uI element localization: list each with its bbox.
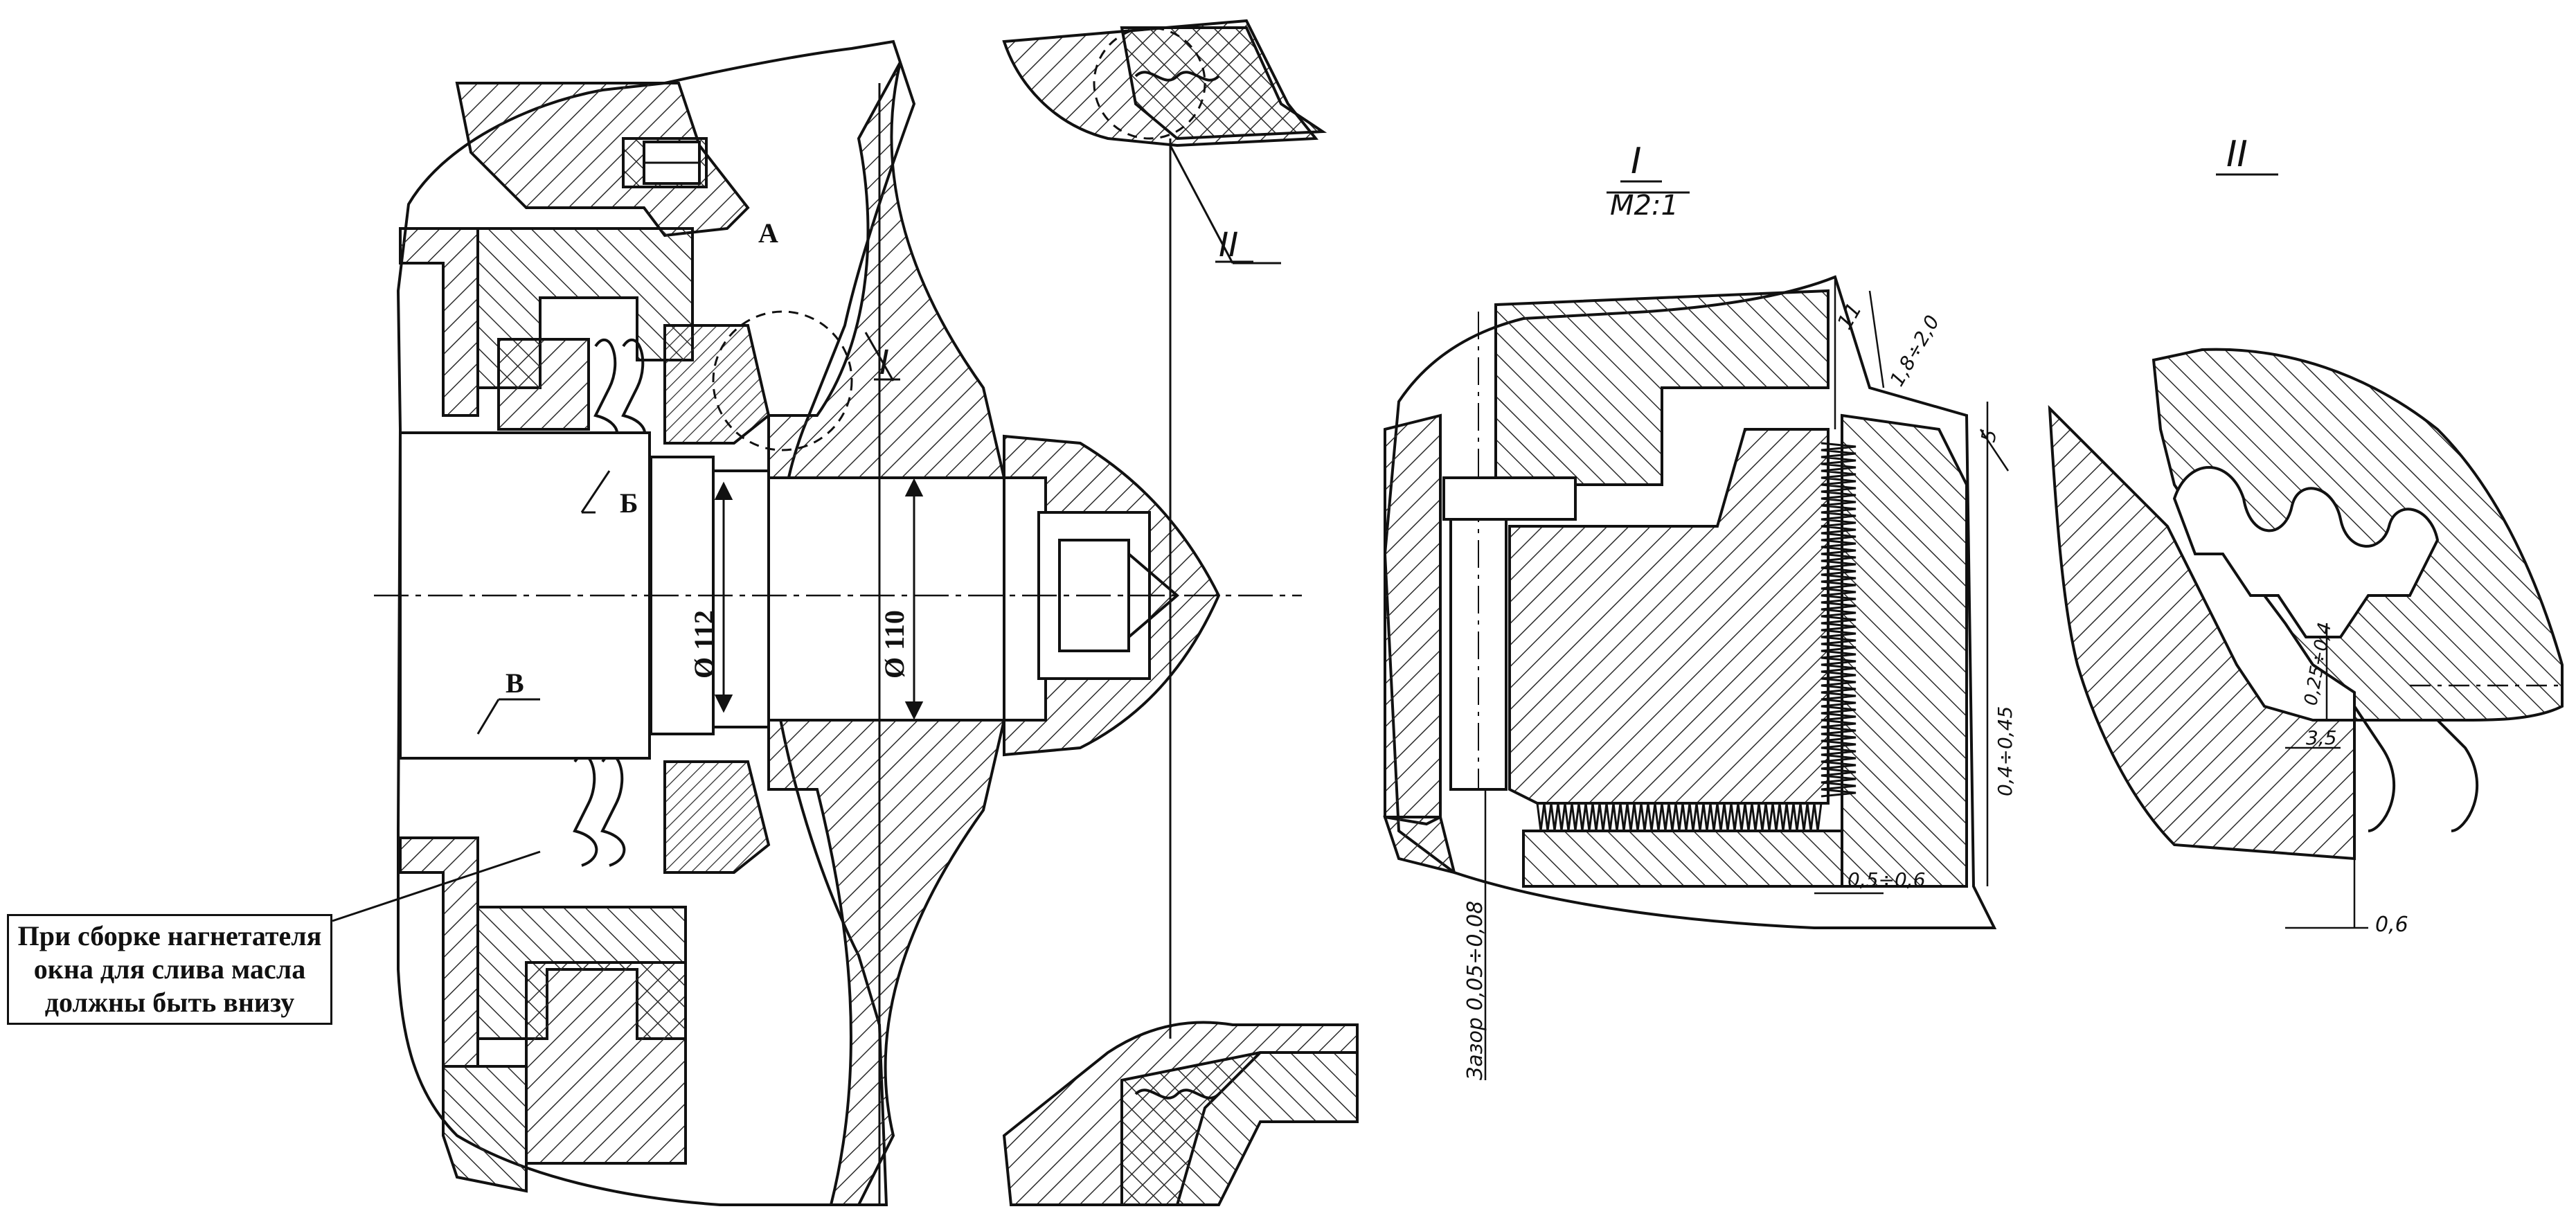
detail-I-dim-bottom: 0,5÷0,6 (1848, 868, 1926, 891)
assembly-note-box: При сборке нагнетателя окна для слива ма… (7, 914, 332, 1025)
assembly-note-line-3: должны быть внизу (44, 987, 295, 1018)
label-b: Б (620, 487, 638, 519)
detail-II-callout-circle (1093, 26, 1206, 140)
detail-I-title: I (1631, 141, 1641, 182)
detail-I-dim-left: Зазор 0,05÷0,08 (1463, 901, 1487, 1080)
dim-d110: Ø 110 (879, 610, 910, 679)
callout-label-1: I (879, 343, 889, 382)
detail-I-horizontal-labyrinth (1536, 803, 1823, 832)
dim-d112: Ø 112 (688, 610, 719, 679)
detail-I-dim-top-a: 11 (1833, 298, 1867, 334)
detail-I-scale: М2:1 (1610, 190, 1679, 222)
detail-I-dim-top-b: 1,8÷2,0 (1885, 312, 1944, 391)
detail-I-callout-circle (712, 310, 853, 451)
detail-I-vertical-labyrinth (1821, 442, 1857, 798)
detail-II-dim-c: 0,6 (2375, 913, 2408, 937)
detail-II-teeth (2172, 466, 2440, 638)
detail-I-view (1383, 275, 2010, 1080)
assembly-note-line-1: При сборке нагнетателя (17, 920, 322, 951)
detail-I-dim-right-small: 5 (1976, 428, 2001, 444)
main-section-view (332, 19, 1359, 1206)
label-v: В (506, 668, 524, 699)
detail-II-view (2048, 348, 2564, 929)
detail-II-title: II (2226, 134, 2248, 175)
detail-I-dim-right: 0,4÷0,45 (1994, 706, 2016, 796)
assembly-note-line-2: окна для слива масла (33, 953, 306, 985)
detail-II-dim-b: 3,5 (2306, 726, 2337, 749)
impeller-hub (767, 62, 1006, 479)
label-a: А (758, 217, 778, 249)
callout-label-2: II (1219, 226, 1238, 265)
